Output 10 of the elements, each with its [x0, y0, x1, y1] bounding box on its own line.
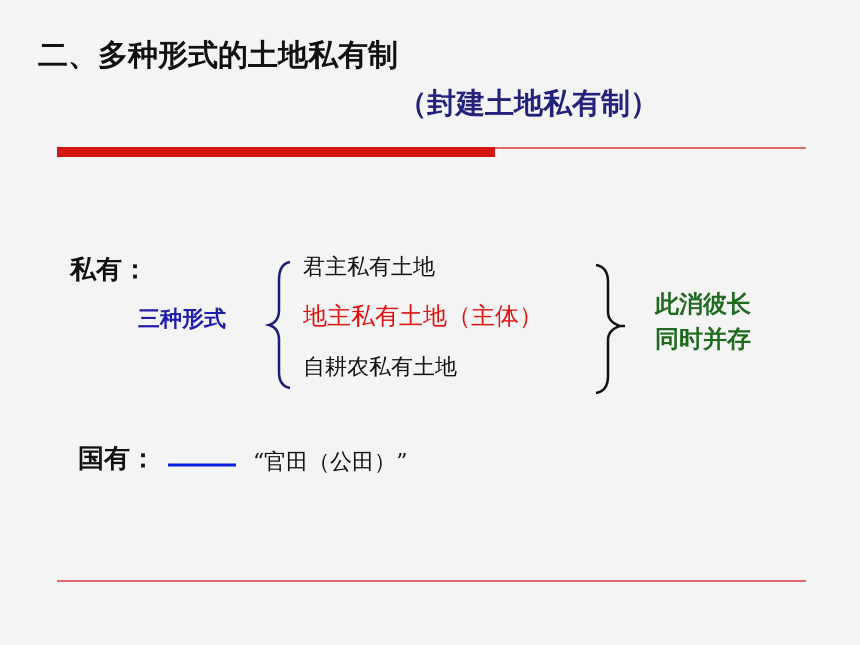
subtitle: （封建土地私有制） [398, 86, 659, 121]
category-label: 私有： [70, 255, 148, 286]
category-label: 三种形式 [138, 307, 226, 334]
note-text: 此消彼长同时并存 [655, 289, 752, 355]
category-label: 国有： [78, 444, 156, 476]
list-item: 自耕农私有土地 [303, 355, 457, 382]
slide-title: 二、多种形式的土地私有制 [38, 38, 398, 74]
list-item: 君主私有土地 [303, 255, 435, 282]
list-item: “官田（公田）” [253, 450, 408, 476]
list-item: 地主私有土地（主体） [303, 302, 543, 331]
